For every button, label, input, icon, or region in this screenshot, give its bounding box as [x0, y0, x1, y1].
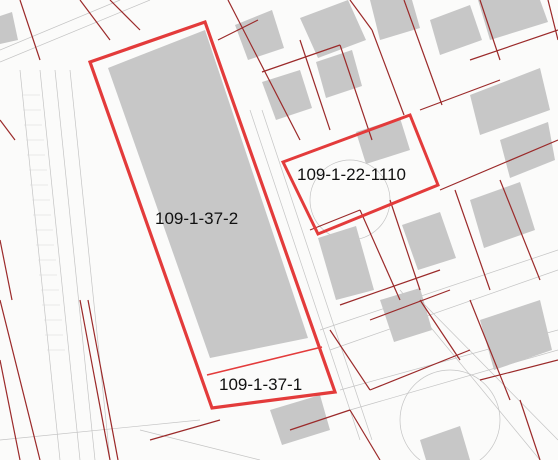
- parcel-label-109-1-37-1: 109-1-37-1: [219, 375, 303, 394]
- parcel-109-1-22-1110-outline: [280, 113, 440, 236]
- highlighted-parcels: [87, 19, 440, 410]
- parcel-label-109-1-22-1110: 109-1-22-1110: [297, 165, 407, 184]
- parcel-label-109-1-37-2: 109-1-37-2: [155, 209, 239, 228]
- rail-hatching: [22, 94, 65, 351]
- parcel-109-1-37-1-divider: [206, 346, 323, 376]
- parcel-109-1-37-2-outline: [87, 19, 338, 410]
